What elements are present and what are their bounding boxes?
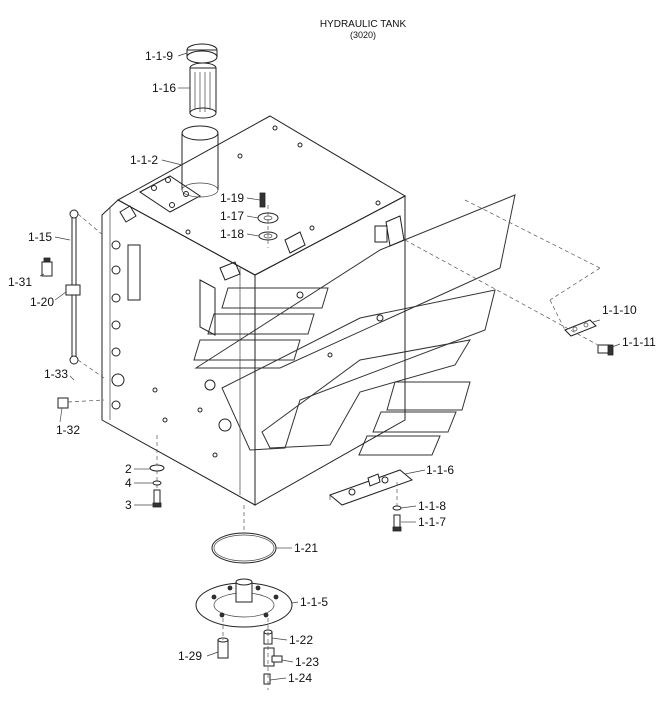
label-1-29: 1-29 [178, 649, 202, 663]
bolt-stack [149, 435, 165, 508]
watermark-logo [193, 194, 516, 456]
level-gauge [65, 209, 105, 379]
label-1-21: 1-21 [294, 541, 318, 555]
label-1-19: 1-19 [220, 191, 244, 205]
label-1-15: 1-15 [28, 230, 52, 244]
filler-neck [181, 125, 219, 198]
hydraulic-tank [101, 115, 407, 506]
label-1-18: 1-18 [220, 227, 244, 241]
cover-flange [195, 578, 293, 628]
small-bolt [392, 505, 402, 532]
label-1-20: 1-20 [30, 295, 54, 309]
drain-fittings [217, 618, 283, 690]
mount-bracket [329, 469, 413, 510]
label-1-1-10: 1-1-10 [602, 303, 637, 317]
label-1-1-2: 1-1-2 [130, 153, 158, 167]
label-1-1-8: 1-1-8 [418, 499, 446, 513]
plug-part [57, 397, 105, 409]
diagram-title: HYDRAULIC TANK [320, 19, 407, 30]
label-1-1-6: 1-1-6 [426, 463, 454, 477]
diagram-subtitle: (3020) [350, 30, 376, 40]
strainer-part [189, 62, 217, 119]
label-1-24: 1-24 [288, 671, 312, 685]
fitting-part [41, 257, 53, 277]
cap-part [186, 43, 218, 64]
label-1-33: 1-33 [44, 367, 68, 381]
o-ring [211, 505, 277, 564]
label-1-31: 1-31 [8, 275, 32, 289]
label-1-22: 1-22 [289, 633, 313, 647]
label-1-1-7: 1-1-7 [418, 515, 446, 529]
label-1-32: 1-32 [56, 423, 80, 437]
label-1-1-11: 1-1-11 [622, 335, 656, 349]
label-3: 3 [125, 498, 132, 512]
leader-lines [39, 52, 621, 681]
breather-stack [257, 192, 279, 248]
label-1-1-9: 1-1-9 [145, 49, 173, 63]
label-1-16: 1-16 [152, 81, 176, 95]
label-1-1-5: 1-1-5 [300, 595, 328, 609]
label-1-23: 1-23 [295, 655, 319, 669]
label-2: 2 [125, 462, 132, 476]
label-1-17: 1-17 [220, 209, 244, 223]
part-labels: 1-1-9 1-16 1-1-2 1-19 1-17 1-18 1-15 1-3… [8, 49, 656, 685]
label-4: 4 [125, 476, 132, 490]
cover-plate [404, 199, 614, 356]
